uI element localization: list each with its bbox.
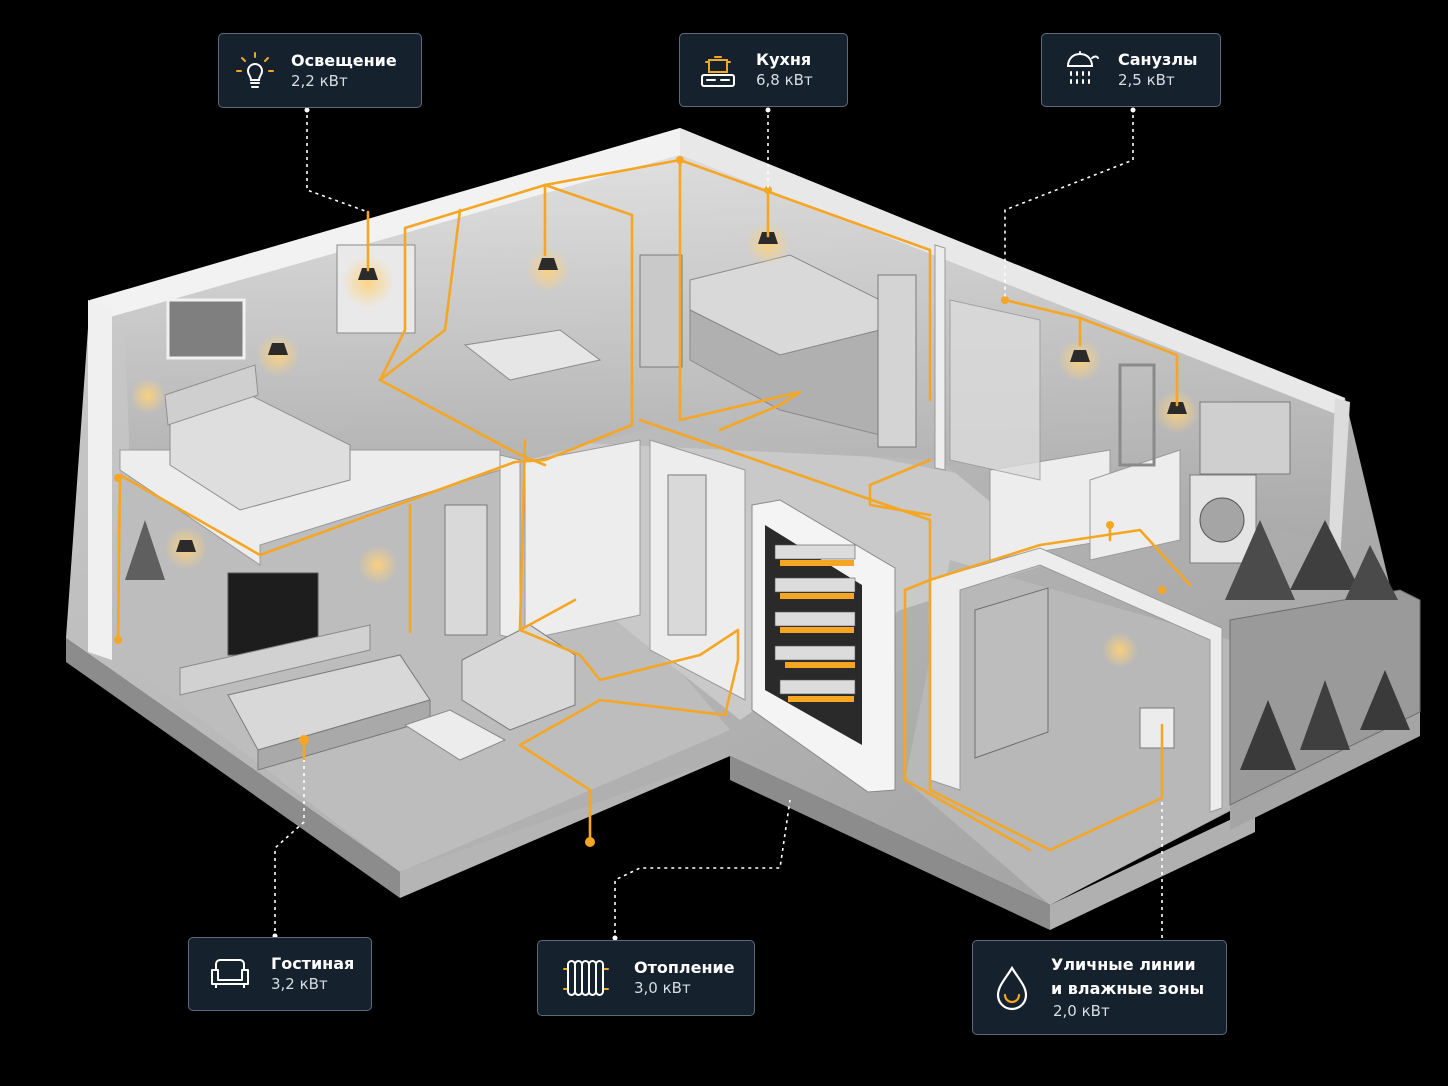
callout-heating-value: 3,0 кВт xyxy=(634,979,691,997)
callout-outdoor-title-line1: Уличные линии xyxy=(1051,955,1196,974)
lamps xyxy=(130,222,1199,668)
water-drop-icon xyxy=(973,964,1051,1012)
furniture xyxy=(125,244,1421,806)
callout-living-room-title: Гостиная xyxy=(271,954,355,973)
callout-outdoor-title-line2: и влажные зоны xyxy=(1051,979,1205,998)
callout-living-room-value: 3,2 кВт xyxy=(271,975,328,993)
callout-lighting-title: Освещение xyxy=(291,50,397,70)
callout-bathrooms-value: 2,5 кВт xyxy=(1118,71,1175,89)
callout-heating: Отопление 3,0 кВт xyxy=(537,940,755,1016)
callout-bathrooms: Санузлы 2,5 кВт xyxy=(1041,33,1221,107)
wire-junctions xyxy=(114,156,1166,847)
shower-icon xyxy=(1042,48,1118,92)
callout-outdoor-wet-zones: Уличные линии и влажные зоны 2,0 кВт xyxy=(972,940,1227,1035)
lightbulb-icon xyxy=(219,49,291,93)
callout-lighting-value: 2,2 кВт xyxy=(291,71,348,90)
callout-lighting: Освещение 2,2 кВт xyxy=(218,33,422,108)
sofa-icon xyxy=(189,954,271,994)
cooking-pot-icon xyxy=(680,48,756,92)
callout-kitchen-value: 6,8 кВт xyxy=(756,71,813,89)
callout-outdoor-value: 2,0 кВт xyxy=(1053,1002,1110,1020)
radiator-icon xyxy=(538,955,634,1001)
wiring xyxy=(116,158,1192,852)
callout-living-room: Гостиная 3,2 кВт xyxy=(188,937,372,1011)
electrical-panel xyxy=(751,499,896,793)
callout-kitchen: Кухня 6,8 кВт xyxy=(679,33,848,107)
callout-heating-title: Отопление xyxy=(634,958,735,977)
callout-kitchen-title: Кухня xyxy=(756,50,812,69)
callout-leaders xyxy=(274,108,1163,940)
callout-bathrooms-title: Санузлы xyxy=(1118,50,1198,69)
